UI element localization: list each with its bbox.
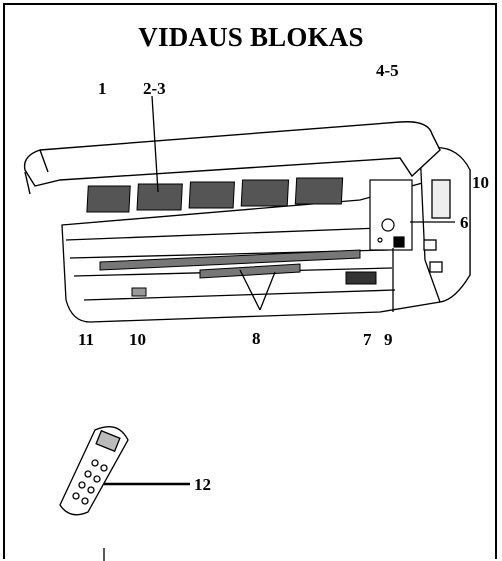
- label-6: 6: [460, 213, 469, 232]
- label-8: 8: [252, 329, 261, 348]
- label-4-5: 4-5: [376, 61, 399, 80]
- louvers: [99, 249, 377, 297]
- label-11: 11: [78, 330, 95, 349]
- diagram-title: VIDAUS BLOKAS: [138, 22, 364, 52]
- control-panel-box: [369, 179, 413, 251]
- front-panel: [23, 121, 441, 195]
- leader-lines: [103, 95, 455, 561]
- remote-control-icon: [59, 426, 190, 516]
- page-frame: [3, 3, 497, 559]
- label-2-3: 2-3: [143, 79, 166, 98]
- label-12: 12: [194, 475, 211, 494]
- label-9: 9: [384, 330, 393, 349]
- label-10-right: 10: [472, 173, 489, 192]
- air-filters: [86, 177, 344, 213]
- label-10-bottom: 10: [129, 330, 146, 349]
- label-7: 7: [363, 330, 372, 349]
- label-1: 1: [98, 79, 107, 98]
